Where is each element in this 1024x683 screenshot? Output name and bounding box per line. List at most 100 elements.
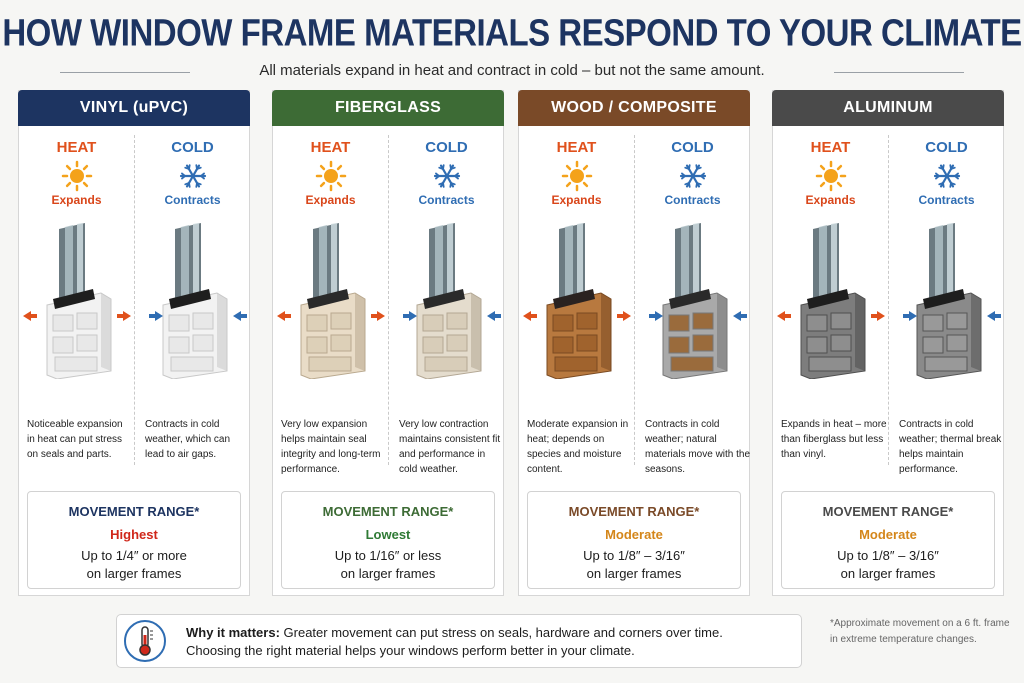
heat-label: HEAT	[810, 139, 851, 156]
column-divider	[634, 135, 635, 465]
why-label: Why it matters:	[186, 625, 280, 640]
sun-icon	[273, 159, 388, 193]
contracts-label: Contracts	[664, 193, 721, 207]
movement-range-title: MOVEMENT RANGE*	[568, 504, 700, 519]
column-divider	[888, 135, 889, 465]
arrow-left-icon	[487, 308, 501, 326]
contracts-label: Contracts	[418, 193, 475, 207]
arrow-right-icon	[117, 308, 131, 326]
material-column-vinyl: VINYL (uPVC) HEAT Expands COLD Contracts…	[18, 90, 250, 596]
movement-range-value: Up to 1/8″ – 3/16″ on larger frames	[782, 547, 994, 583]
cold-description: Contracts in cold weather; natural mater…	[645, 419, 751, 475]
arrow-right-icon	[617, 308, 631, 326]
page-title: HOW WINDOW FRAME MATERIALS RESPOND TO YO…	[2, 11, 1022, 54]
snowflake-icon	[889, 159, 1004, 193]
cold-description: Contracts in cold weather; thermal break…	[899, 419, 1002, 475]
frame-heat-image	[273, 219, 388, 380]
frame-cold-image	[889, 219, 1004, 380]
heat-description: Expands in heat – more than fiberglass b…	[781, 419, 887, 460]
range-line-1: Up to 1/16″ or less	[334, 548, 442, 563]
frame-cold-image	[135, 219, 250, 380]
arrow-right-icon	[649, 308, 663, 326]
movement-range-box: MOVEMENT RANGE* Moderate Up to 1/8″ – 3/…	[781, 491, 995, 589]
movement-range-level: Highest	[110, 527, 158, 542]
cold-description: Contracts in cold weather, which can lea…	[145, 419, 231, 460]
arrow-left-icon	[277, 308, 291, 326]
heat-panel: HEAT Expands	[273, 131, 388, 207]
frame-cold-image	[389, 219, 504, 380]
arrow-left-icon	[23, 308, 37, 326]
expands-label: Expands	[305, 193, 356, 207]
cold-panel: COLD Contracts	[889, 131, 1004, 207]
heat-panel: HEAT Expands	[19, 131, 134, 207]
subtitle-rule-left	[60, 72, 190, 73]
heat-label: HEAT	[56, 139, 97, 156]
expands-label: Expands	[551, 193, 602, 207]
material-header: VINYL (uPVC)	[18, 90, 250, 126]
column-divider	[134, 135, 135, 465]
range-line-1: Up to 1/8″ – 3/16″	[837, 548, 939, 563]
expands-label: Expands	[51, 193, 102, 207]
heat-label: HEAT	[556, 139, 597, 156]
movement-range-title: MOVEMENT RANGE*	[68, 504, 200, 519]
range-line-2: on larger frames	[840, 566, 936, 581]
movement-range-box: MOVEMENT RANGE* Highest Up to 1/4″ or mo…	[27, 491, 241, 589]
range-line-2: on larger frames	[586, 566, 682, 581]
cold-panel: COLD Contracts	[135, 131, 250, 207]
snowflake-icon	[389, 159, 504, 193]
arrow-left-icon	[523, 308, 537, 326]
frame-heat-image	[519, 219, 634, 380]
cold-label: COLD	[671, 139, 714, 156]
heat-description: Very low expansion helps maintain seal i…	[281, 419, 381, 475]
thermometer-icon	[117, 614, 173, 668]
heat-label: HEAT	[310, 139, 351, 156]
cold-description: Very low contraction maintains consisten…	[399, 419, 501, 475]
cold-label: COLD	[925, 139, 968, 156]
movement-range-title: MOVEMENT RANGE*	[822, 504, 954, 519]
material-column-aluminum: ALUMINUM HEAT Expands COLD Contracts Exp…	[772, 90, 1004, 596]
sun-icon	[773, 159, 888, 193]
movement-range-level: Lowest	[365, 527, 411, 542]
movement-range-value: Up to 1/8″ – 3/16″ on larger frames	[528, 547, 740, 583]
page-subtitle: All materials expand in heat and contrac…	[259, 62, 765, 79]
material-header: WOOD / COMPOSITE	[518, 90, 750, 126]
arrow-right-icon	[903, 308, 917, 326]
cold-panel: COLD Contracts	[635, 131, 750, 207]
heat-panel: HEAT Expands	[519, 131, 634, 207]
arrow-right-icon	[871, 308, 885, 326]
material-header: FIBERGLASS	[272, 90, 504, 126]
material-column-wood-composite: WOOD / COMPOSITE HEAT Expands COLD Contr…	[518, 90, 750, 596]
heat-description: Moderate expansion in heat; depends on s…	[527, 419, 629, 475]
cold-panel: COLD Contracts	[389, 131, 504, 207]
range-line-1: Up to 1/8″ – 3/16″	[583, 548, 685, 563]
snowflake-icon	[635, 159, 750, 193]
column-divider	[388, 135, 389, 465]
frame-heat-image	[773, 219, 888, 380]
movement-range-level: Moderate	[859, 527, 917, 542]
range-line-2: on larger frames	[340, 566, 436, 581]
arrow-left-icon	[987, 308, 1001, 326]
cold-label: COLD	[171, 139, 214, 156]
arrow-left-icon	[733, 308, 747, 326]
arrow-left-icon	[233, 308, 247, 326]
movement-range-box: MOVEMENT RANGE* Moderate Up to 1/8″ – 3/…	[527, 491, 741, 589]
heat-description: Noticeable expansion in heat can put str…	[27, 419, 123, 460]
movement-range-box: MOVEMENT RANGE* Lowest Up to 1/16″ or le…	[281, 491, 495, 589]
arrow-left-icon	[777, 308, 791, 326]
why-it-matters-box	[116, 614, 802, 668]
material-header: ALUMINUM	[772, 90, 1004, 126]
range-line-1: Up to 1/4″ or more	[81, 548, 187, 563]
contracts-label: Contracts	[918, 193, 975, 207]
why-it-matters-text: Why it matters: Greater movement can put…	[186, 624, 796, 660]
cold-label: COLD	[425, 139, 468, 156]
contracts-label: Contracts	[164, 193, 221, 207]
subtitle-rule-right	[834, 72, 964, 73]
why-text-line2: Choosing the right material helps your w…	[186, 643, 635, 658]
footnote: *Approximate movement on a 6 ft. frame i…	[830, 618, 1010, 645]
arrow-right-icon	[371, 308, 385, 326]
sun-icon	[519, 159, 634, 193]
expands-label: Expands	[805, 193, 856, 207]
frame-cold-image	[635, 219, 750, 380]
movement-range-title: MOVEMENT RANGE*	[322, 504, 454, 519]
material-column-fiberglass: FIBERGLASS HEAT Expands COLD Contracts V…	[272, 90, 504, 596]
